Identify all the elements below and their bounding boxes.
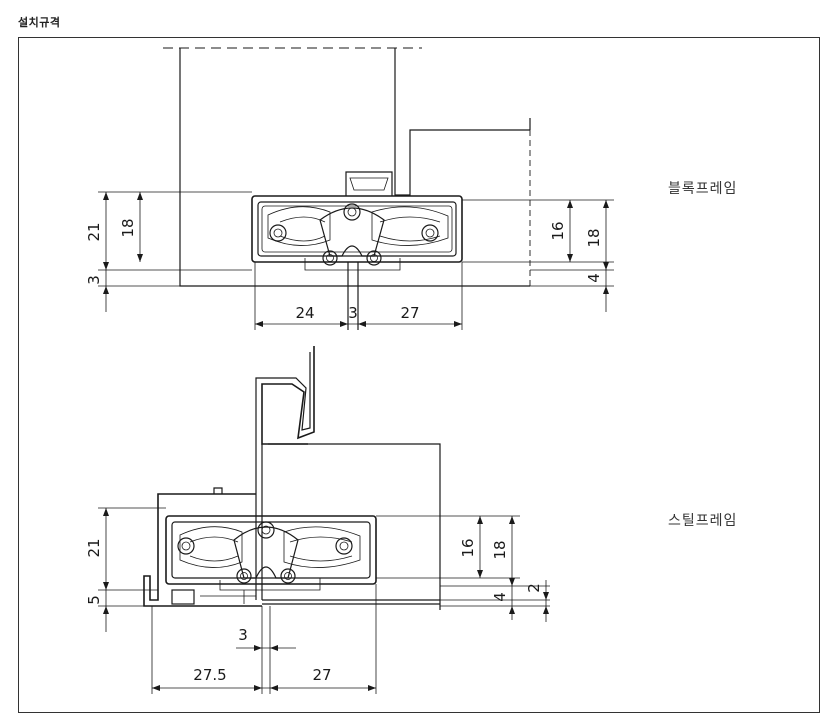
steel-frame-drawing: 21 5 16 18 4 2 3 27.5 27	[85, 346, 550, 694]
dim-block-total-height: 21	[85, 222, 103, 241]
dim-steel-gap: 3	[238, 626, 248, 644]
dim-steel-right-bottom: 4	[491, 592, 509, 602]
dim-block-width-left: 24	[295, 304, 314, 322]
dim-steel-width-right: 27	[312, 666, 331, 684]
dim-block-right-outer: 18	[585, 228, 603, 247]
page-title: 설치규격	[18, 16, 61, 29]
label-block-frame: 블록프레임	[668, 181, 737, 197]
dim-steel-width-left: 27.5	[193, 666, 226, 684]
dim-steel-right-inner: 16	[459, 538, 477, 557]
dim-block-base-offset: 3	[85, 275, 103, 285]
dim-steel-total-height: 21	[85, 538, 103, 557]
block-frame-drawing: 21 18 3 16 18 4 24 3 27	[85, 47, 614, 330]
dim-steel-right-outer: 18	[491, 540, 509, 559]
dim-block-width-right: 27	[400, 304, 419, 322]
dim-block-gap: 3	[348, 304, 358, 322]
dim-steel-base-offset: 5	[85, 595, 103, 605]
dim-block-right-inner: 16	[549, 221, 567, 240]
dim-block-body-height: 18	[119, 218, 137, 237]
label-steel-frame: 스틸프레임	[668, 513, 737, 529]
dim-steel-right-small: 2	[525, 583, 543, 593]
dim-block-right-bottom: 4	[585, 273, 603, 283]
drawing-frame	[18, 37, 820, 713]
